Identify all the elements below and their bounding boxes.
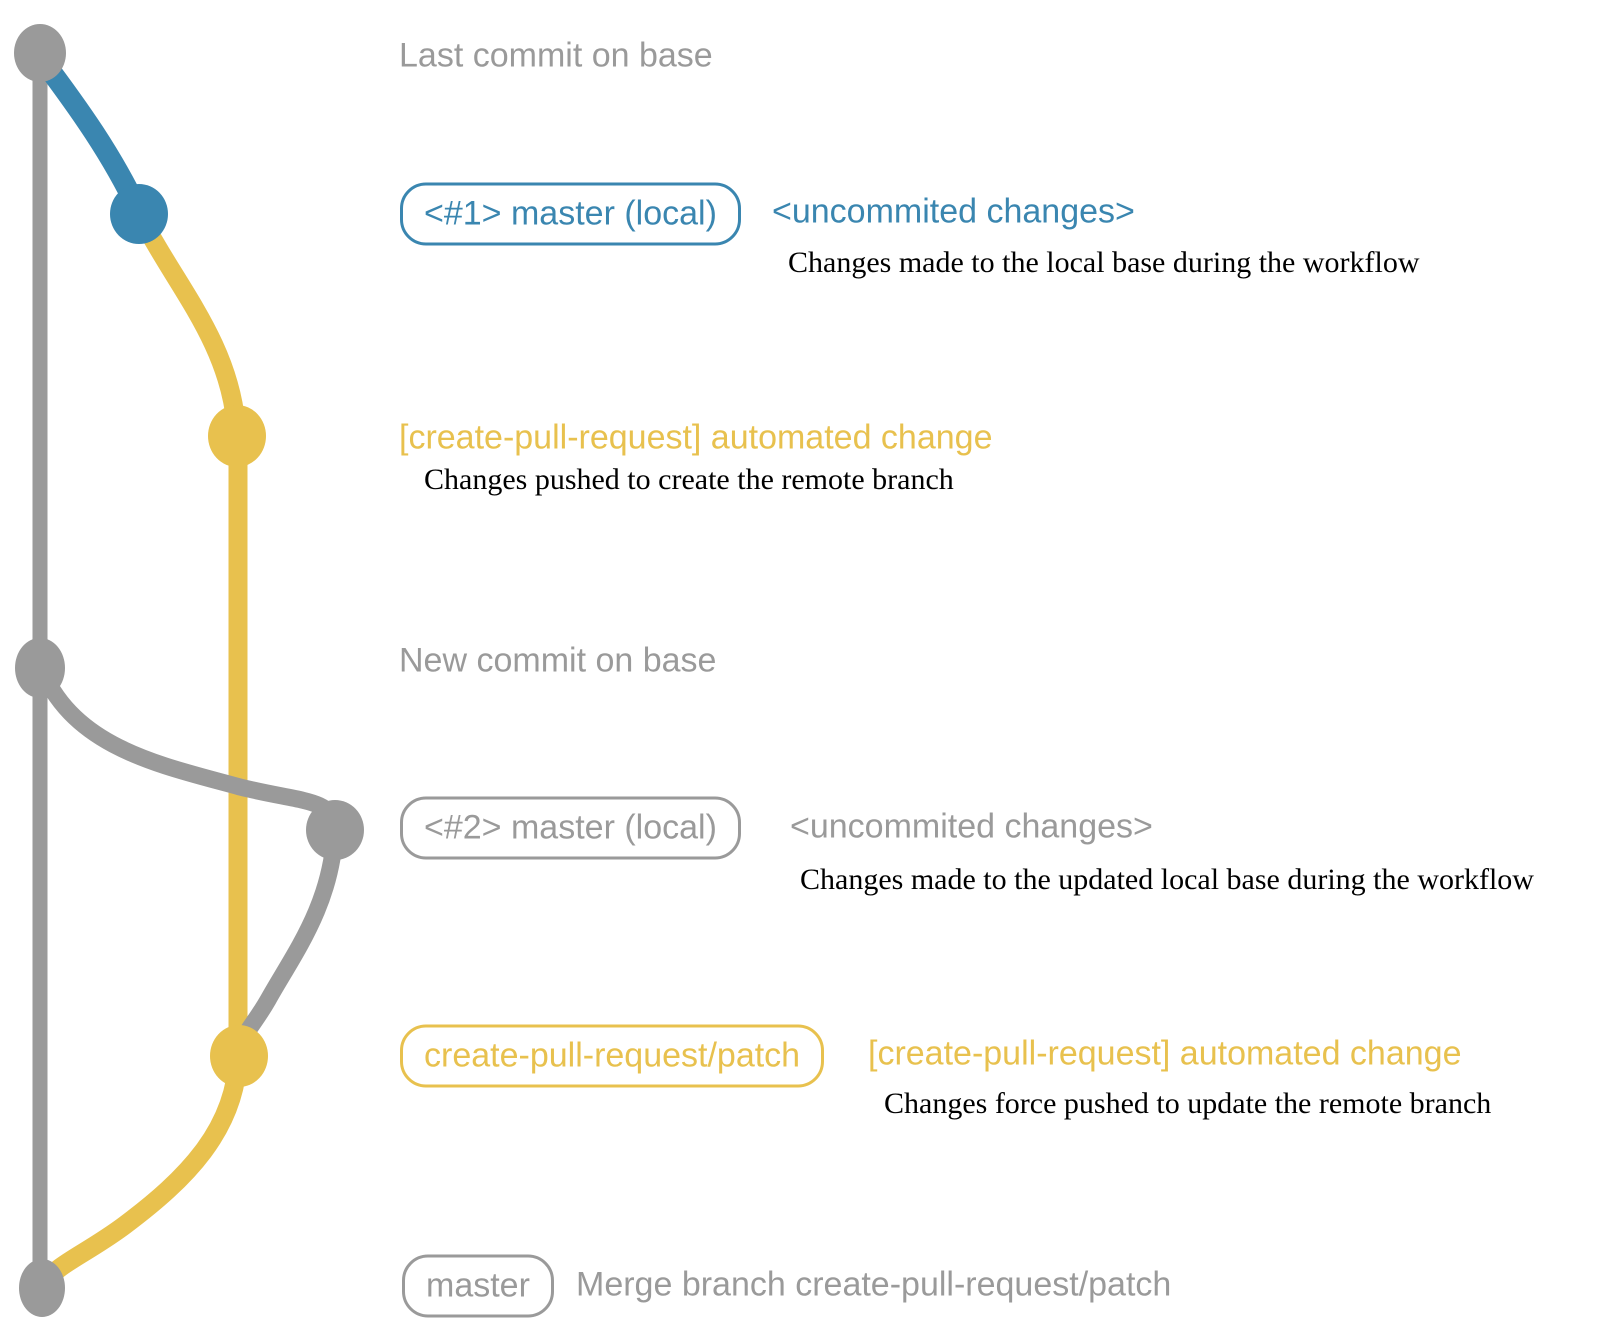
message-automated-change-1: [create-pull-request] automated change [399, 418, 993, 457]
node-merge-commit [19, 1259, 65, 1317]
node-local-commit-1 [110, 184, 168, 244]
caption-push-create-branch: Changes pushed to create the remote bran… [424, 463, 954, 496]
badge-master: master [402, 1254, 554, 1318]
message-uncommited-changes-1: <uncommited changes> [772, 192, 1135, 231]
node-local-commit-2 [306, 800, 364, 860]
local-branch-line-2 [31, 656, 345, 835]
local-branch-line-3 [230, 821, 344, 1065]
caption-local-changes-1: Changes made to the local base during th… [788, 246, 1420, 279]
caption-local-changes-2: Changes made to the updated local base d… [800, 863, 1534, 896]
node-last-commit-on-base [14, 24, 66, 82]
label-new-commit-on-base: New commit on base [399, 641, 717, 680]
badge-master-local-1: <#1> master (local) [400, 182, 741, 246]
message-automated-change-2: [create-pull-request] automated change [868, 1034, 1462, 1073]
caption-force-push: Changes force pushed to update the remot… [884, 1087, 1492, 1120]
message-merge-branch: Merge branch create-pull-request/patch [576, 1265, 1172, 1304]
node-patch-commit-1 [208, 405, 266, 467]
badge-master-local-2: <#2> master (local) [400, 796, 741, 860]
label-last-commit-on-base: Last commit on base [399, 36, 713, 75]
badge-create-pull-request-patch: create-pull-request/patch [400, 1024, 825, 1088]
node-patch-commit-2 [210, 1025, 268, 1087]
local-branch-line-1 [30, 47, 149, 221]
message-uncommited-changes-2: <uncommited changes> [790, 807, 1153, 846]
node-new-commit-on-base [15, 638, 65, 698]
